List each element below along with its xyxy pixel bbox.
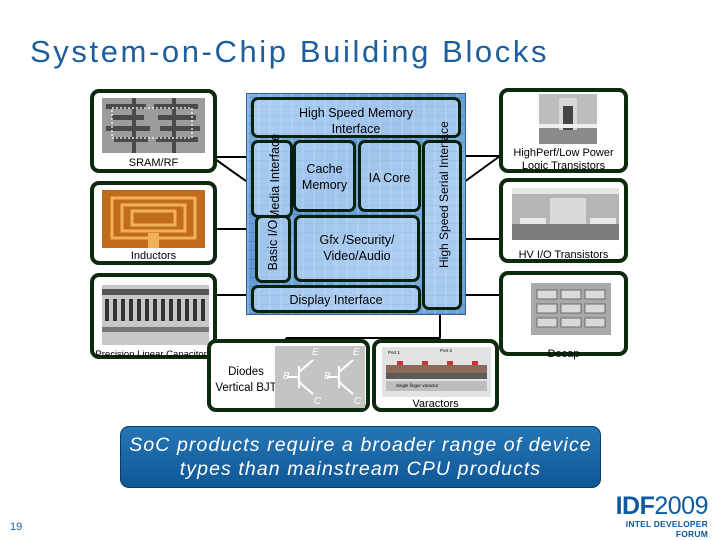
page-number: 19	[10, 521, 23, 533]
media-interface-label: Media Interface	[268, 133, 282, 220]
logic-transistors-text: HighPerf/Low Power Logic Transistors	[513, 147, 614, 172]
varactors-block: Port 1 Port 2 Single finger varactor Var…	[372, 339, 499, 412]
inductors-label: Inductors	[130, 250, 177, 262]
hv-io-transistors-block: HV I/O Transistors	[499, 178, 628, 263]
ia-core-block: IA Core	[358, 140, 421, 212]
varactor-port2-label: Port 2	[440, 348, 453, 353]
page-title: System-on-Chip Building Blocks	[30, 34, 550, 69]
gfx-security-block: Gfx /Security/ Video/Audio	[294, 215, 420, 282]
sram-rf-block: SRAM/RF	[90, 89, 217, 173]
bjt-collector-label-2: C	[354, 396, 362, 407]
cache-memory-block: Cache Memory	[293, 140, 356, 212]
decap-label: Decap	[547, 348, 580, 360]
inductors-block: Inductors	[90, 181, 217, 265]
decap-image	[531, 283, 611, 335]
bjt-emitter-label-1: E	[312, 347, 319, 358]
bjt-emitter-label-2: E	[353, 347, 360, 358]
bjt-symbol-image	[275, 346, 365, 408]
capacitor-image	[102, 285, 209, 345]
varactor-port1-label: Port 1	[388, 350, 401, 355]
sram-image	[102, 98, 205, 153]
high-speed-serial-label: High Speed Serial Interface	[437, 121, 451, 268]
logo-year: 2009	[654, 492, 708, 520]
basic-io-label: Basic I/O	[266, 219, 280, 271]
ia-core-label: IA Core	[368, 171, 411, 185]
cache-memory-label: Cache Memory	[301, 162, 348, 192]
display-interface-block: Display Interface	[251, 285, 421, 313]
high-speed-memory-interface: High Speed Memory Interface	[251, 97, 461, 138]
logo-subtitle: INTEL DEVELOPER FORUM	[625, 519, 708, 539]
decap-block: Decap	[499, 271, 628, 360]
summary-banner: SoC products require a broader range of …	[120, 426, 601, 488]
soc-chip: High Speed Memory Interface Media Interf…	[246, 93, 466, 315]
capacitors-block: Precision Linear Capacitors	[90, 273, 217, 360]
diodes-label: Diodes Vertical BJT	[215, 366, 277, 394]
varactors-label: Varactors	[412, 398, 459, 410]
hv-io-transistor-image	[512, 188, 619, 240]
capacitors-label: Precision Linear Capacitors	[95, 349, 212, 360]
bjt-base-label-2: B	[324, 371, 331, 382]
logo-brand: IDF	[615, 492, 655, 520]
bjt-base-label-1: B	[283, 371, 290, 382]
diodes-bjt-block: Diodes Vertical BJT E E B B C C	[207, 339, 370, 412]
bjt-collector-label-1: C	[314, 396, 322, 407]
media-interface-block: Media Interface	[251, 133, 293, 220]
high-speed-serial-block: High Speed Serial Interface	[422, 121, 462, 310]
logic-transistors-block: HighPerf/Low Power Logic Transistors	[499, 88, 628, 173]
hv-io-label: HV I/O Transistors	[518, 249, 609, 261]
sram-label: SRAM/RF	[128, 157, 179, 169]
gfx-security-label: Gfx /Security/ Video/Audio	[319, 233, 395, 263]
idf-logo: IDF2009 INTEL DEVELOPER FORUM	[594, 492, 709, 539]
basic-io-block: Basic I/O	[255, 215, 291, 283]
display-interface-label: Display Interface	[289, 293, 383, 307]
varactor-image	[382, 347, 491, 397]
high-speed-memory-label: High Speed Memory Interface	[299, 106, 413, 136]
logic-transistor-image	[539, 94, 597, 144]
logic-transistors-label: HighPerf/Low Power Logic Transistors	[503, 147, 624, 173]
varactor-junction-label: Single finger varactor	[396, 383, 439, 388]
inductor-image	[102, 190, 205, 248]
